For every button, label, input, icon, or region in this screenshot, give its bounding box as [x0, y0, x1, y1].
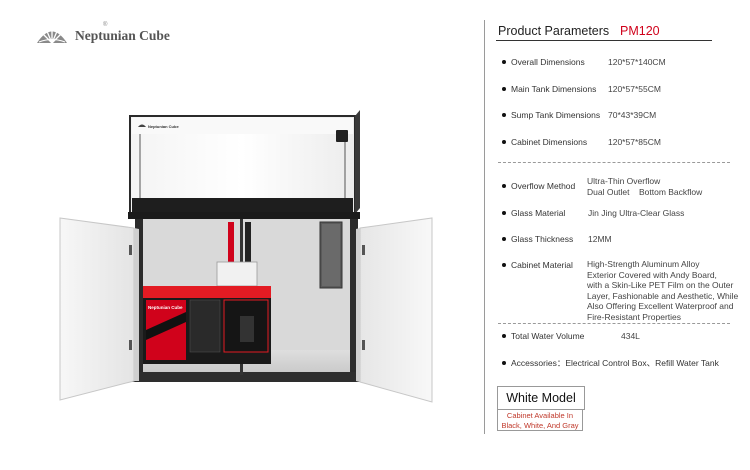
param-label: Glass Material [511, 208, 566, 218]
sump-brand-label: Neptunian Cube [148, 305, 183, 310]
tank-logo: Neptunian Cube [138, 124, 179, 129]
bullet-icon [502, 263, 506, 267]
param-overflow-method: Overflow Method [502, 181, 575, 191]
cabinet-material-line: Fire-Resistant Properties [587, 311, 682, 322]
param-label: Cabinet Material [511, 260, 573, 270]
cabinet-material-line: High-Strength Aluminum Alloy [587, 259, 700, 269]
section-title: Product Parameters [498, 24, 610, 38]
bullet-icon [502, 237, 506, 241]
cabinet-material-line: Layer, Fashionable and Aesthetic, While [587, 290, 739, 301]
dashed-separator [498, 162, 730, 163]
param-cabinet-dimensions: Cabinet Dimensions [502, 137, 587, 147]
bullet-icon [502, 60, 506, 64]
param-value: 120*57*140CM [608, 57, 666, 67]
param-label: Main Tank Dimensions [511, 84, 597, 94]
bullet-icon [502, 140, 506, 144]
param-main-tank-dimensions: Main Tank Dimensions [502, 84, 596, 94]
white-model-note-line: Cabinet Available In [506, 411, 574, 420]
bullet-icon [502, 334, 506, 338]
param-value: Jin Jing Ultra-Clear Glass [588, 208, 685, 218]
brand-logo: Neptunian Cube ® [35, 22, 170, 46]
param-overall-dimensions: Overall Dimensions [502, 57, 585, 67]
bullet-icon [502, 184, 506, 188]
brand-name: Neptunian Cube [75, 28, 170, 43]
tank-brand-label: Neptunian Cube [148, 124, 179, 129]
aquarium-illustration: Neptunian Cube Neptunian Cube [59, 110, 433, 403]
bullet-icon [502, 113, 506, 117]
model-number: PM120 [620, 24, 660, 38]
param-label: Glass Thickness [511, 234, 574, 244]
bullet-icon [502, 361, 506, 365]
white-model-note: Cabinet Available In Black, White, And G… [497, 409, 583, 431]
cabinet-material-value: High-Strength Aluminum Alloy Exterior Co… [587, 259, 738, 322]
param-label: Overall Dimensions [511, 57, 585, 67]
param-value: 12MM [588, 234, 612, 244]
param-label: Sump Tank Dimensions [511, 110, 601, 120]
registered-mark: ® [103, 22, 108, 28]
shell-logo-icon [37, 28, 67, 44]
overflow-value: Ultra-Thin Overflow Dual Outlet Bottom B… [587, 176, 702, 197]
param-value: 120*57*85CM [608, 137, 661, 147]
param-label: Cabinet Dimensions [511, 137, 588, 147]
param-glass-material: Glass Material [502, 208, 565, 218]
param-cabinet-material: Cabinet Material [502, 260, 573, 270]
overflow-line: Ultra-Thin Overflow [587, 176, 661, 186]
param-value: 70*43*39CM [608, 110, 657, 120]
title-rule [496, 40, 712, 41]
param-sump-tank-dimensions: Sump Tank Dimensions [502, 110, 600, 120]
param-label: Overflow Method [511, 181, 576, 191]
main-tank: Neptunian Cube [128, 110, 360, 219]
sump-tank: Neptunian Cube [143, 286, 271, 364]
param-label: Total Water Volume [511, 331, 585, 341]
divider-line [484, 20, 485, 434]
overflow-line: Dual Outlet Bottom Backflow [587, 186, 703, 197]
param-total-water-volume: Total Water Volume [502, 331, 584, 341]
cabinet-material-line: Also Offering Excellent Waterproof and [587, 301, 734, 311]
accessories-text: Accessories：Electrical Control Box、Refil… [511, 358, 719, 368]
dashed-separator [498, 323, 730, 324]
param-glass-thickness: Glass Thickness [502, 234, 573, 244]
cabinet-material-line: Exterior Covered with Andy Board, [587, 269, 717, 280]
left-door [59, 217, 139, 401]
white-model-title: White Model [497, 386, 585, 410]
cabinet-material-line: with a Skin-Like PET Film on the Outer [587, 280, 734, 290]
param-accessories: Accessories：Electrical Control Box、Refil… [502, 357, 719, 369]
bullet-icon [502, 211, 506, 215]
param-value: 120*57*55CM [608, 84, 661, 94]
white-model-note-line: Black, White, And Gray [501, 420, 579, 430]
bullet-icon [502, 87, 506, 91]
right-door [356, 217, 433, 403]
param-value: 434L [621, 331, 640, 341]
